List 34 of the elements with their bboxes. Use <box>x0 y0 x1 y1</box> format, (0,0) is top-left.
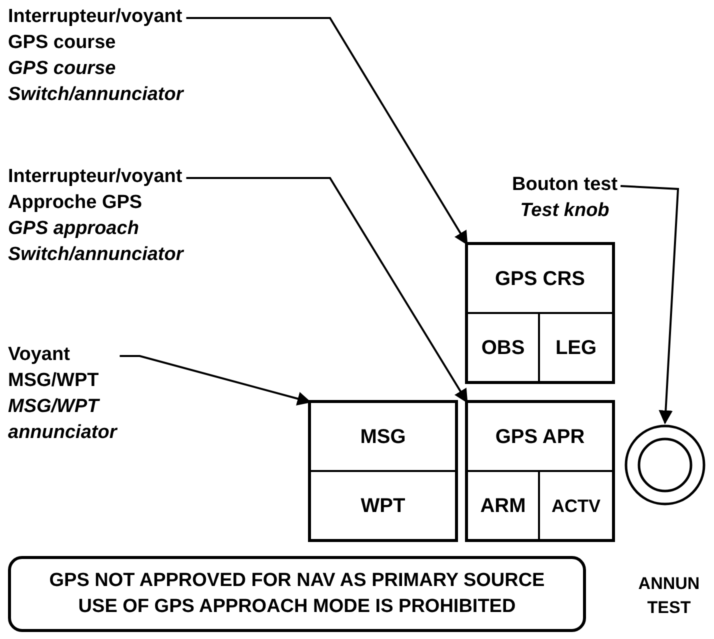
french-label: Bouton test <box>512 173 618 197</box>
english-label: MSG/WPT <box>8 395 101 419</box>
english-label: Switch/annunciator <box>8 243 184 267</box>
french-label: Interrupteur/voyant <box>8 5 184 29</box>
annunciator-label: MSG <box>360 424 406 450</box>
annunciator-label: OBS <box>481 336 525 360</box>
french-label: Approche GPS <box>8 191 144 215</box>
annunciator-label: WPT <box>360 494 406 518</box>
leader-line <box>186 177 468 404</box>
annunciator-label: ARM <box>480 494 526 518</box>
leader-line <box>120 355 312 406</box>
indicator-panel <box>465 400 615 542</box>
indicator-panel <box>308 400 458 542</box>
english-label: Switch/annunciator <box>8 83 184 107</box>
test-knob <box>624 424 706 506</box>
placard-text: GPS NOT APPROVED FOR NAV AS PRIMARY SOURCE <box>49 569 545 593</box>
french-label: Interrupteur/voyant <box>8 165 184 189</box>
french-label: GPS course <box>8 31 117 55</box>
leader-line <box>620 185 680 424</box>
leader-line <box>186 17 468 246</box>
english-label: GPS course <box>8 57 117 81</box>
warning-placard <box>8 556 586 632</box>
indicator-panel <box>465 242 615 384</box>
annunciator-label: GPS APR <box>495 424 585 450</box>
annunciator-label: GPS CRS <box>494 266 586 292</box>
annunciator-label: LEG <box>555 336 597 360</box>
placard-text: USE OF GPS APPROACH MODE IS PROHIBITED <box>78 595 516 619</box>
french-label: Voyant <box>8 343 71 367</box>
french-label: MSG/WPT <box>8 369 100 393</box>
annunciator-label: ACTV <box>552 494 600 518</box>
button-caption: ANNUN TEST <box>637 573 701 619</box>
english-label: Test knob <box>519 199 610 223</box>
english-label: annunciator <box>8 421 117 445</box>
english-label: GPS approach <box>8 217 140 241</box>
